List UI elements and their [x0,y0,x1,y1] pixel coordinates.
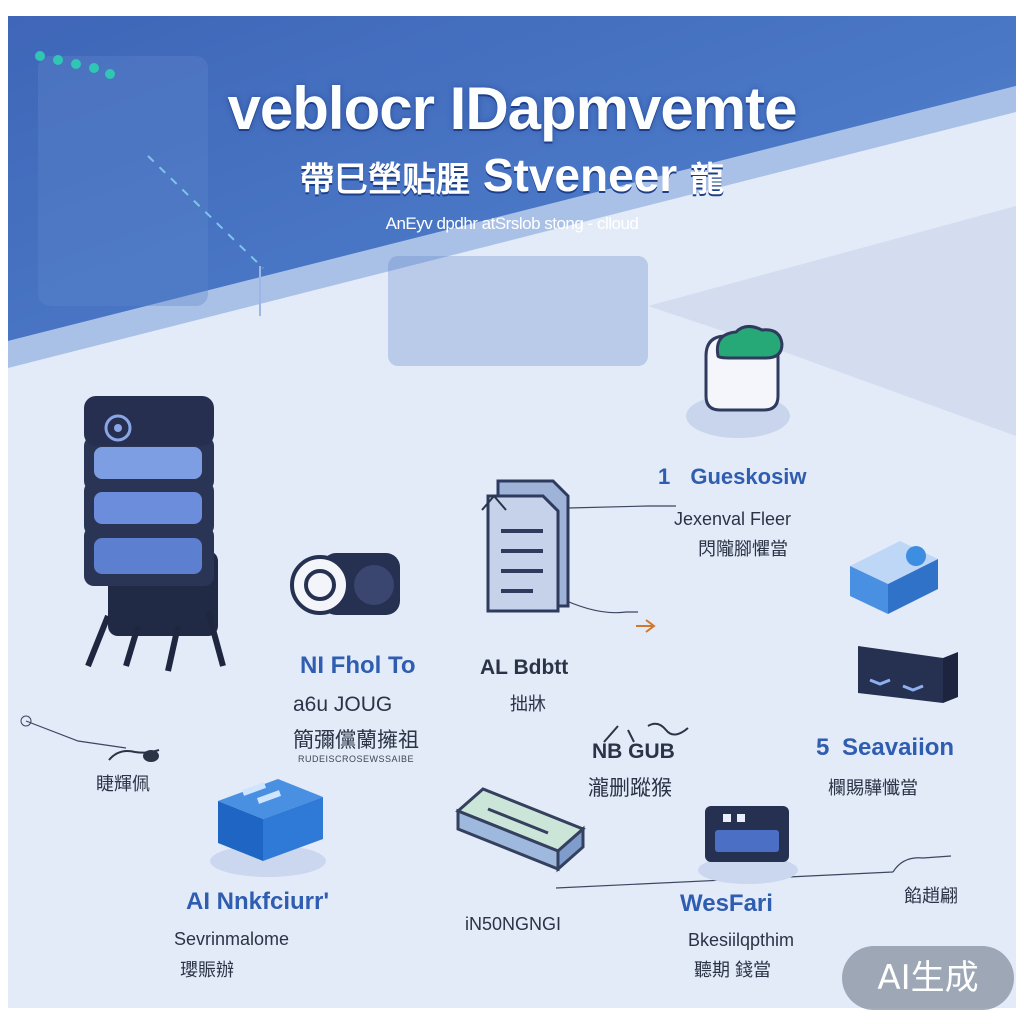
device-icon [858,646,958,703]
connector-doc [567,505,676,509]
node-4-sub: 拙牀 [510,694,546,714]
chip-box-icon [698,806,798,884]
tagline: AnEyv dpdhr atSrslob stong - clloud [385,214,639,233]
storage-box-icon [210,779,326,877]
node-5-sub: 瀧删蹤猴 [588,777,672,800]
bg-server-shadow [38,56,208,306]
ai-generated-badge: AI生成 [842,946,1014,1010]
node-3-label: NI Fhol To [300,652,416,679]
folder-icon [850,541,938,614]
node-1-text: Gueskosiw [690,464,807,489]
node-6-label: 5 Seavaiion [816,734,954,762]
dot-1 [35,51,45,61]
scribble-icon [603,722,689,743]
poster-frame: veblocr IDapmvemte 帶巳塋贴腥 Stveneer 龍 AnEy… [8,16,1016,1008]
node-4-label: AL Bdbtt [480,656,569,679]
dashed-connector [147,155,264,269]
connector-bottom-end [892,855,952,873]
dot-4 [89,63,99,73]
subtitle-cn: 帶巳塋贴腥 [300,161,471,199]
node-3-sub: a6u JOUG [293,693,393,716]
node-7-cn: 瓔賑辦 [180,960,234,980]
node-6-text: Seavaiion [842,734,955,761]
node-3-tiny: RUDEISCROSEWSSAIBE [298,754,415,764]
node-2-sub: 閃隴腳懼當 [698,539,788,559]
connector-left-end [20,715,32,727]
subtitle-cn-end: 龍 [689,161,724,199]
node-7-sub: Sevrinmalome [174,929,290,949]
gear-camera-icon [290,553,400,615]
node-1-number: 1 [658,464,671,489]
doc-arrow-icon [481,494,507,511]
server-stack-icon [84,396,226,672]
plug-icon [108,749,160,762]
subtitle-en: Stveneer [482,149,678,201]
cloud-icon [686,325,790,438]
node-3-cn: 簡彌儻蘭擁祖 [293,729,419,752]
node-11-label: 餡趙翩 [904,886,958,906]
node-2-label: Jexenval Fleer [674,509,792,529]
node-8-label: iN50NGNGI [465,914,562,934]
node-10-label: 睫輝佩 [96,774,150,794]
node-9-label: WesFari [680,890,773,917]
node-6-sub: 欄賜驊懺當 [828,778,918,798]
node-9-sub: Bkesiilqpthim [688,930,795,950]
bg-block [388,256,648,366]
node-7-label: AI Nnkfciurr' [186,888,330,915]
node-9-cn: 聽期 錢當 [694,960,772,980]
panel-icon [455,787,586,873]
dot-5 [105,69,115,79]
main-title: veblocr IDapmvemte [227,75,798,142]
floor-shade [648,206,1016,436]
dot-2 [53,55,63,65]
node-5-label: NB GUB [592,740,675,763]
subtitle: 帶巳塋贴腥 Stveneer 龍 [8,148,1016,202]
connector-left [25,720,127,749]
spark-icon [636,619,656,633]
node-1-label: 1 Gueskosiw [658,464,807,490]
dot-3 [71,59,81,69]
node-6-number: 5 [816,734,830,761]
document-stack-icon [486,479,570,613]
